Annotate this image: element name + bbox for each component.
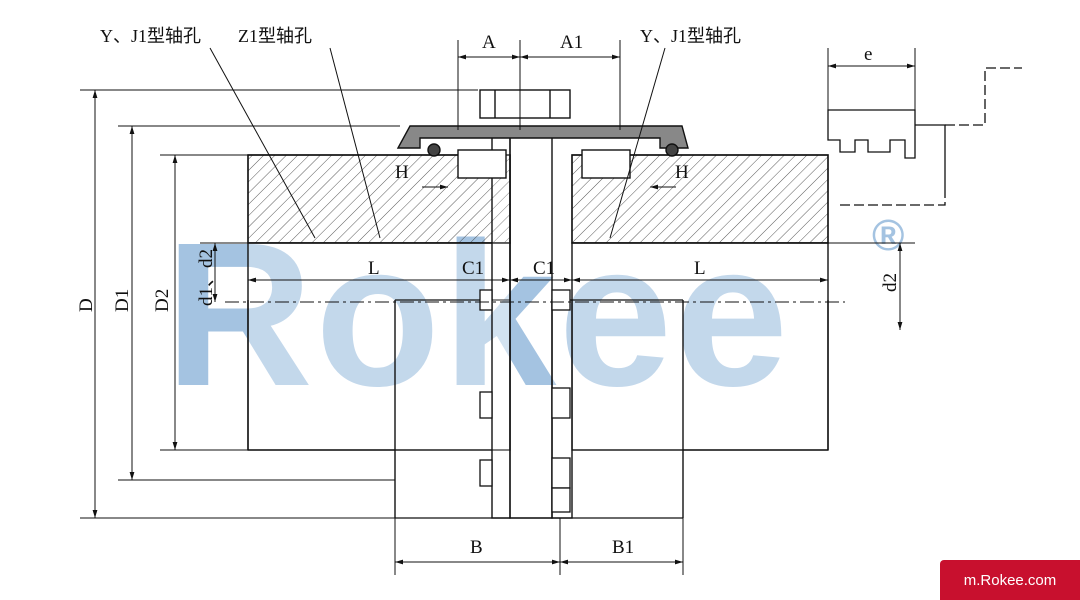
label-L-right: L (694, 258, 706, 279)
left-hub (247, 154, 511, 518)
label-d2-right: d2 (880, 273, 901, 292)
label-B1: B1 (612, 537, 634, 558)
label-D2: D2 (152, 289, 173, 312)
site-badge[interactable]: m.Rokee.com (940, 560, 1080, 600)
top-cover (396, 89, 689, 179)
label-D: D (76, 298, 97, 312)
label-D1: D1 (112, 289, 133, 312)
label-B: B (470, 537, 483, 558)
flange-bolts (479, 289, 571, 513)
label-d1-d2: d1、d2 (196, 249, 217, 306)
side-view (827, 67, 1022, 206)
label-H-right: H (675, 162, 689, 183)
label-L-left: L (368, 258, 380, 279)
right-hub (571, 154, 829, 518)
label-mid-bore: Z1型轴孔 (238, 26, 312, 46)
label-e: e (864, 44, 872, 65)
label-A: A (482, 32, 496, 53)
label-H-left: H (395, 162, 409, 183)
dimension-lines (80, 40, 916, 575)
label-left-bore: Y、J1型轴孔 (100, 26, 201, 46)
labels: Y、J1型轴孔 Z1型轴孔 Y、J1型轴孔 A A1 e H H L C1 C1… (76, 26, 901, 558)
label-C1-left: C1 (462, 258, 484, 279)
label-right-bore: Y、J1型轴孔 (640, 26, 741, 46)
label-C1-right: C1 (533, 258, 555, 279)
label-A1: A1 (560, 32, 583, 53)
